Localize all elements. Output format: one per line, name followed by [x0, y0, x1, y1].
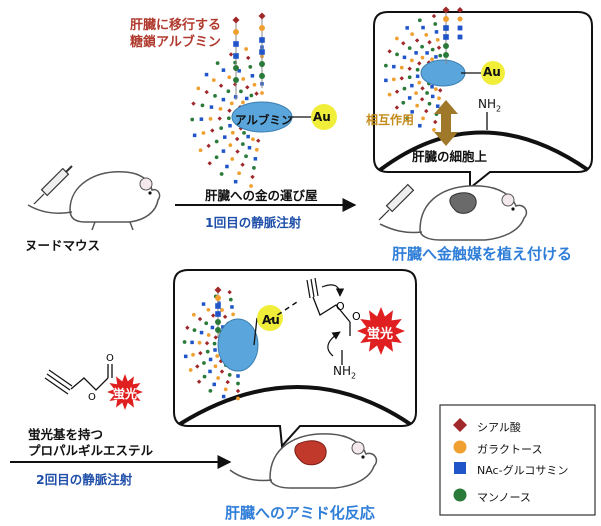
fluorescence-label-small: 蛍光 [113, 387, 138, 401]
syringe-icon [33, 165, 73, 205]
svg-text:O: O [106, 353, 114, 364]
gold-label-bubble: Au [483, 65, 501, 79]
glycan-chain-bottom [214, 286, 222, 338]
liver-cell-membrane [378, 130, 590, 172]
sugar-albumin-label-line1: 肝臓に移行する [130, 18, 222, 33]
albumin-cluster-bubble [384, 13, 505, 132]
reagent-label-line1: 蛍光基を持つ [28, 427, 104, 442]
gold-label-bottom: Au [262, 313, 280, 327]
glycan-chain-top [232, 12, 266, 100]
circle-icon [453, 440, 467, 454]
circle-icon [453, 488, 467, 502]
treated-mouse-top [379, 185, 528, 241]
first-injection-label: 1回目の静脈注射 [205, 215, 302, 230]
reagent-structure: O O [44, 353, 114, 403]
first-arrow-label: 肝臓への金の運び屋 [205, 188, 318, 203]
interaction-arrow [434, 100, 458, 146]
gold-label: Au [313, 110, 331, 124]
fluorescence-burst-icon [107, 374, 143, 410]
interaction-label: 相互作用 [366, 113, 415, 127]
albumin-label: アルブミン [235, 113, 293, 127]
bottom-result-label: 肝臓へのアミド化反応 [225, 504, 375, 522]
fluorescence-label: 蛍光 [367, 327, 394, 342]
liver-cell-label: 肝臓の細胞上 [412, 149, 488, 164]
fluorescence-burst-icon [357, 307, 405, 355]
sugar-albumin-label-line2: 糖鎖アルブミン [130, 35, 221, 50]
square-icon [454, 462, 466, 474]
albumin-cluster-bottom [182, 289, 283, 401]
treated-mouse-bottom [229, 433, 378, 489]
legend-item-sialic-acid: シアル酸 [477, 421, 521, 434]
svg-text:O: O [352, 310, 361, 323]
svg-text:O: O [88, 392, 96, 403]
liver-cell-membrane-bottom [178, 385, 412, 426]
glycan-chain-bubble [442, 6, 463, 64]
nude-mouse-label: ヌードマウス [25, 238, 101, 253]
second-injection-label: 2回目の静脈注射 [36, 472, 133, 487]
legend-item-galactose: ガラクトース [477, 443, 543, 456]
svg-text:O: O [336, 300, 345, 313]
reagent-label-line2: プロパルギルエステル [28, 443, 154, 458]
amine-label: NH2 [478, 97, 502, 114]
top-result-label: 肝臓へ金触媒を植え付ける [392, 245, 573, 263]
legend-item-mannose: マンノース [477, 491, 531, 504]
syringe-icon [378, 183, 415, 221]
propargyl-ester-structure: O O [269, 277, 361, 357]
diamond-icon [453, 418, 467, 432]
nude-mouse [27, 171, 161, 231]
legend-item-glcnac: NAc-グルコサミン [477, 464, 569, 477]
albumin-cluster-top [190, 45, 337, 188]
amine-label-bottom: NH2 [333, 364, 357, 381]
